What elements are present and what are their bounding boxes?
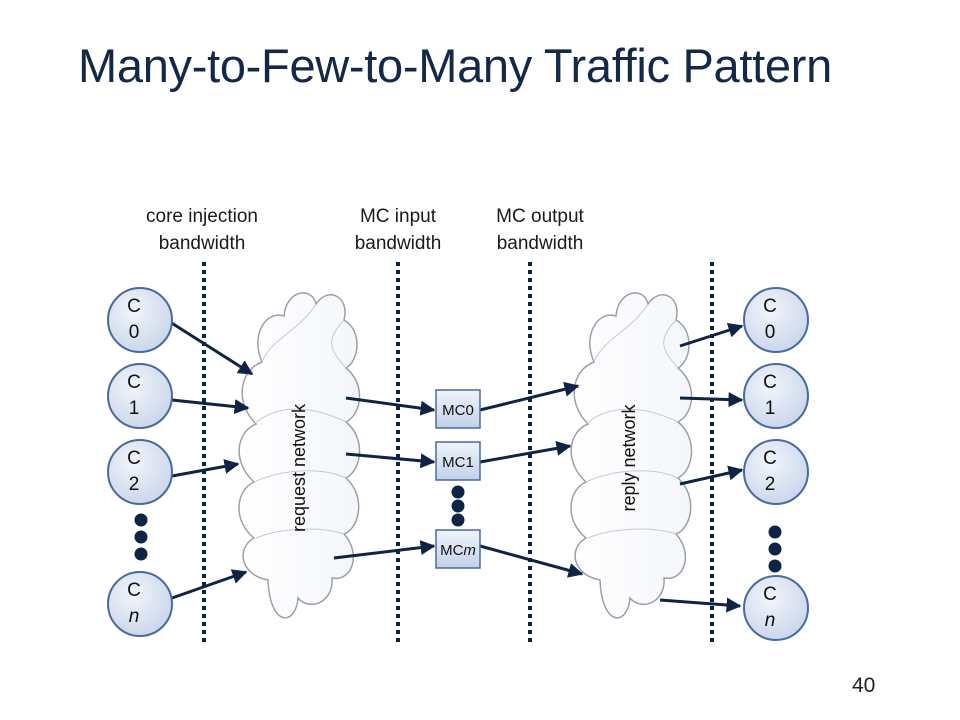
reply-network-label: reply network: [619, 403, 639, 511]
right-core-n-index: n: [765, 610, 776, 631]
mc-1-prefix: MC1: [442, 454, 474, 471]
arrow-cn-to-request: [171, 569, 248, 600]
arrow-c2-to-request: [171, 459, 240, 478]
left-ellipsis-dots: [134, 513, 148, 561]
arrow-reply-to-c0: [679, 323, 744, 348]
left-core-n-index: n: [129, 606, 140, 627]
right-core-1-index: 1: [765, 398, 776, 419]
mc-0-label: MC0: [442, 402, 474, 419]
slide-title: Many-to-Few-to-Many Traffic Pattern: [78, 39, 832, 92]
arrow-request-to-mc0: [345, 396, 436, 416]
left-core-node-1: C 1: [107, 363, 173, 429]
right-core-1-letter: C: [763, 372, 777, 393]
left-core-0-letter: C: [127, 296, 141, 317]
right-core-node-0: C 0: [743, 287, 809, 353]
arrow-request-to-mcm: [333, 540, 436, 560]
arrow-reply-to-c2: [679, 465, 744, 486]
memory-controllers: MC0 MC1 MCm: [435, 389, 481, 569]
mc-m-prefix: MC: [440, 542, 463, 559]
right-core-nodes: C 0 C 1 C 2 C n: [743, 287, 809, 641]
mc-m-suffix: m: [463, 542, 476, 559]
left-core-0-index: 0: [129, 322, 140, 343]
right-core-n-letter: C: [763, 584, 777, 605]
left-core-node-0: C 0: [107, 287, 173, 353]
arrow-mc1-to-reply: [479, 440, 572, 464]
mc-output-label-line1: MC output: [496, 206, 584, 227]
mc-output-bandwidth-label: MC output bandwidth: [460, 203, 620, 257]
arrow-c1-to-request: [171, 398, 250, 415]
mc-output-label-line2: bandwidth: [496, 233, 584, 254]
core-injection-label-line1: core injection: [146, 206, 258, 227]
arrow-reply-to-c1: [679, 392, 744, 408]
right-core-node-n: C n: [743, 575, 809, 641]
left-core-2-index: 2: [129, 474, 140, 495]
arrow-mcm-to-reply: [479, 544, 584, 578]
mc-m-label: MCm: [440, 542, 476, 559]
right-core-2-index: 2: [765, 474, 776, 495]
left-core-nodes: C 0 C 1 C 2 C n: [107, 287, 173, 637]
mc-1-label: MC1: [442, 454, 474, 471]
right-core-0-letter: C: [763, 296, 777, 317]
mc-0-prefix: MC0: [442, 402, 474, 419]
mc-box-0: MC0: [435, 389, 481, 429]
mc-box-m: MCm: [435, 529, 481, 569]
arrow-reply-to-cn: [659, 597, 742, 613]
arrow-c0-to-request: [169, 320, 254, 376]
core-injection-label-line2: bandwidth: [158, 233, 246, 254]
left-core-1-letter: C: [127, 372, 141, 393]
mc-input-bandwidth-label: MC input bandwidth: [318, 203, 478, 257]
traffic-arrows: [169, 320, 744, 613]
right-core-2-letter: C: [763, 448, 777, 469]
left-core-2-letter: C: [127, 448, 141, 469]
left-core-1-index: 1: [129, 398, 140, 419]
arrow-mc0-to-reply: [479, 381, 580, 412]
right-core-node-1: C 1: [743, 363, 809, 429]
page-number: 40: [852, 674, 876, 697]
core-injection-bandwidth-label: core injection bandwidth: [122, 203, 282, 257]
left-core-node-n: C n: [107, 571, 173, 637]
mc-input-label-line2: bandwidth: [354, 233, 442, 254]
mc-input-label-line1: MC input: [359, 206, 437, 227]
mc-ellipsis-dots: [451, 485, 465, 527]
left-core-n-letter: C: [127, 580, 141, 601]
arrow-request-to-mc1: [345, 452, 436, 469]
left-core-node-2: C 2: [107, 439, 173, 505]
mc-box-1: MC1: [435, 441, 481, 481]
request-network-cloud: request network: [238, 292, 361, 619]
right-core-node-2: C 2: [743, 439, 809, 505]
reply-network-cloud: reply network: [570, 292, 693, 619]
right-ellipsis-dots: [768, 525, 782, 573]
request-network-label: request network: [289, 403, 309, 532]
right-core-0-index: 0: [765, 322, 776, 343]
